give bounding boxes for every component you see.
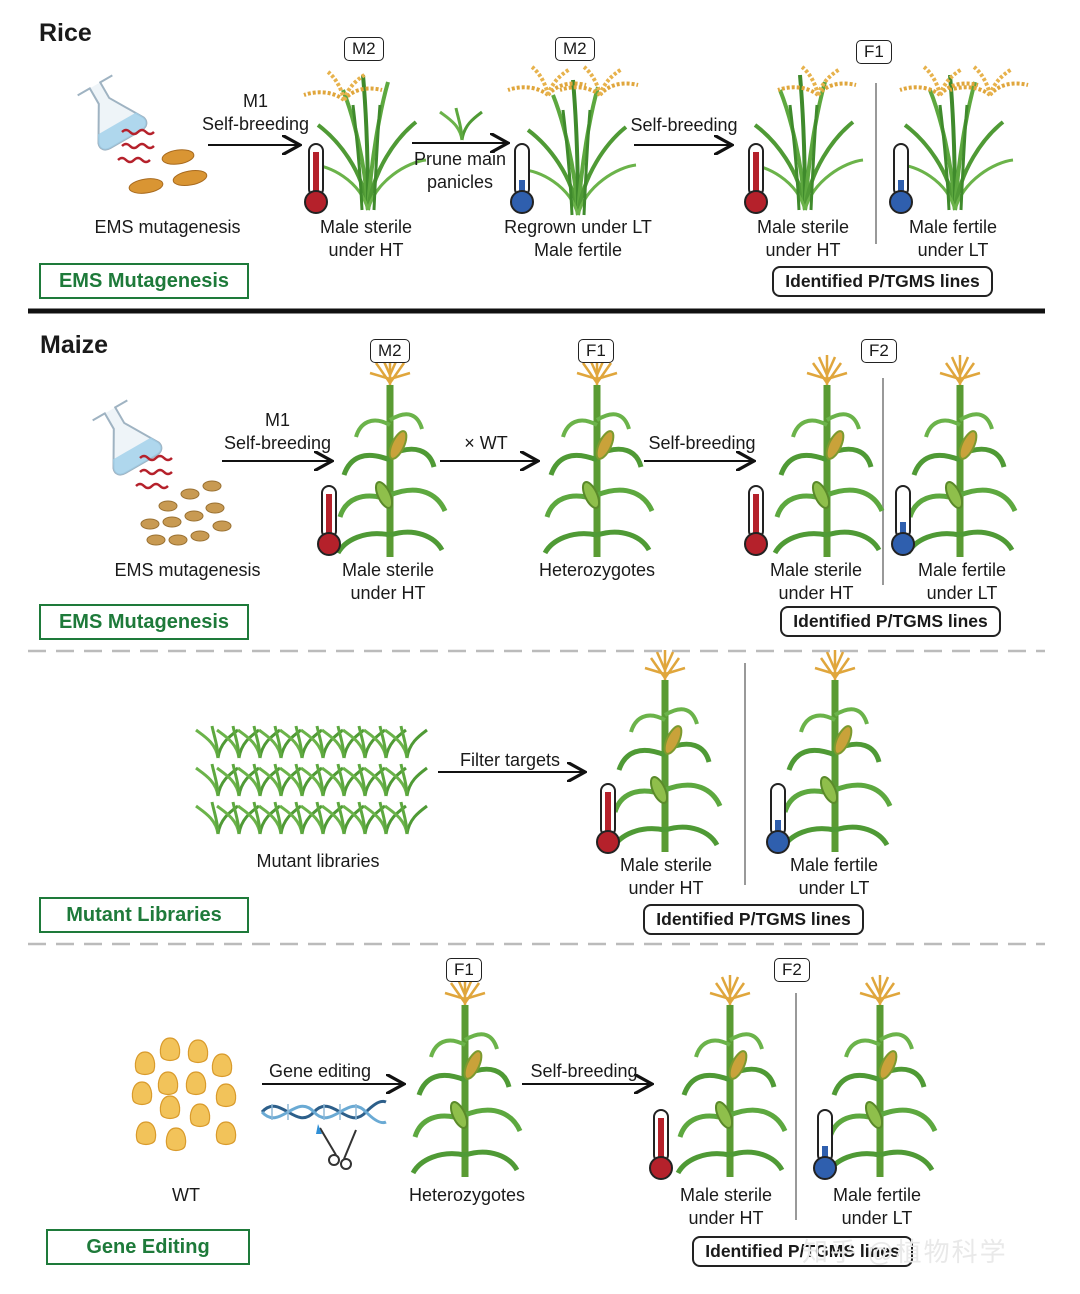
mutant-libraries-label: Mutant libraries [256, 851, 380, 871]
generation-label-f2: F2 [861, 339, 897, 363]
phenotype-label: Male sterile [679, 1185, 773, 1205]
wild-type-label: WT [172, 1185, 200, 1205]
identified-lines-box: Identified P/TGMS lines [643, 904, 864, 935]
condition-label: under HT [688, 1208, 764, 1228]
step-label-m1: M1 [242, 91, 268, 111]
identified-lines-box: Identified P/TGMS lines [780, 606, 1001, 637]
condition-label: under LT [798, 878, 870, 898]
step-label-prune: Prune main [413, 149, 507, 169]
generation-label-f2: F2 [774, 958, 810, 982]
phenotype-label: Male sterile [756, 217, 850, 237]
phenotype-label: Regrown under LT [504, 217, 652, 237]
step-label-self-breeding: Self-breeding [223, 433, 332, 453]
identified-lines-box: Identified P/TGMS lines [692, 1236, 913, 1267]
condition-label: under LT [841, 1208, 913, 1228]
section-title-rice: Rice [39, 19, 92, 47]
heterozygotes-label: Heterozygotes [538, 560, 656, 580]
condition-label: under HT [328, 240, 404, 260]
step-label-filter-targets: Filter targets [459, 750, 561, 770]
watermark: 知乎 @植物科学 [802, 1237, 1008, 1267]
step-label-self-breeding: Self-breeding [201, 114, 310, 134]
heterozygotes-label: Heterozygotes [408, 1185, 526, 1205]
generation-label-m2: M2 [344, 37, 384, 61]
method-box-ems: EMS Mutagenesis [39, 604, 249, 640]
generation-label-m2: M2 [555, 37, 595, 61]
condition-label: under LT [917, 240, 989, 260]
identified-lines-box: Identified P/TGMS lines [772, 266, 993, 297]
condition-label: under HT [778, 583, 854, 603]
step-label-self-breeding: Self-breeding [630, 115, 738, 135]
phenotype-label: Male sterile [341, 560, 435, 580]
phenotype-label: Male sterile [319, 217, 413, 237]
phenotype-label: Male fertile [908, 217, 998, 237]
step-label-prune-2: panicles [426, 172, 494, 192]
method-box-gene-editing: Gene Editing [46, 1229, 250, 1265]
condition-label: under HT [628, 878, 704, 898]
step-label-self-breeding: Self-breeding [648, 433, 756, 453]
condition-label: under HT [765, 240, 841, 260]
condition-label: under LT [926, 583, 998, 603]
generation-label-f1: F1 [856, 40, 892, 64]
step-label-m1: M1 [264, 410, 290, 430]
phenotype-label: Male sterile [619, 855, 713, 875]
step-label-gene-editing: Gene editing [268, 1061, 372, 1081]
step-label-cross-wt: × WT [464, 433, 508, 453]
generation-label-f1: F1 [578, 339, 614, 363]
method-box-ems: EMS Mutagenesis [39, 263, 249, 299]
condition-label: Male fertile [533, 240, 623, 260]
phenotype-label: Male sterile [769, 560, 863, 580]
ems-mutagenesis-label: EMS mutagenesis [114, 560, 261, 580]
ems-mutagenesis-label: EMS mutagenesis [94, 217, 241, 237]
section-title-maize: Maize [40, 331, 109, 359]
phenotype-label: Male fertile [832, 1185, 922, 1205]
phenotype-label: Male fertile [917, 560, 1007, 580]
condition-label: under HT [350, 583, 426, 603]
generation-label-f1: F1 [446, 958, 482, 982]
step-label-self-breeding: Self-breeding [530, 1061, 638, 1081]
generation-label-m2: M2 [370, 339, 410, 363]
phenotype-label: Male fertile [789, 855, 879, 875]
method-box-mutant-libraries: Mutant Libraries [39, 897, 249, 933]
